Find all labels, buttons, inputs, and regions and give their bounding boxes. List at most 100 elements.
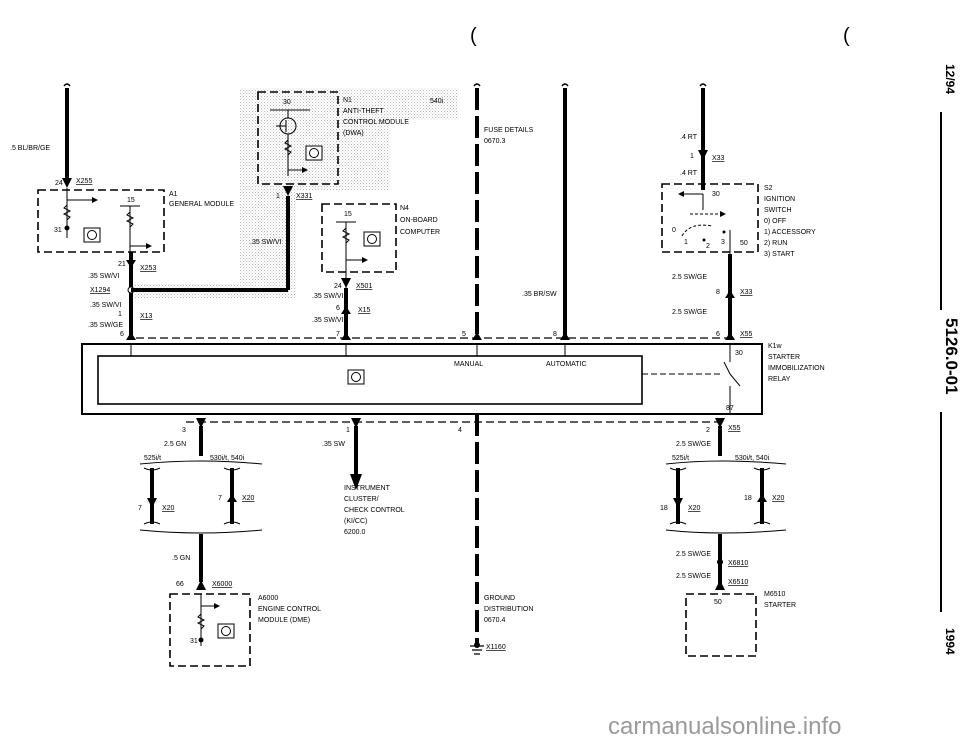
svg-text:RELAY: RELAY xyxy=(768,376,791,383)
s2-ignition-switch: .4 RT 1 X33 .4 RT 30 0 1 2 3 50 S2 IGNIT… xyxy=(661,83,816,340)
svg-text:GROUND: GROUND xyxy=(484,595,515,602)
svg-text:6: 6 xyxy=(336,305,340,312)
svg-text:AUTOMATIC: AUTOMATIC xyxy=(546,361,587,368)
a1-circuit: .5 BL/BR/GE 24 X255 A1 GENERAL MODULE 31… xyxy=(10,83,290,340)
svg-text:525i/t: 525i/t xyxy=(672,455,689,462)
svg-text:X1294: X1294 xyxy=(90,287,110,294)
svg-text:0670.3: 0670.3 xyxy=(484,138,506,145)
svg-text:24: 24 xyxy=(334,283,342,290)
svg-text:6200.0: 6200.0 xyxy=(344,529,366,536)
svg-text:ON-BOARD: ON-BOARD xyxy=(400,217,438,224)
svg-text:7: 7 xyxy=(138,505,142,512)
svg-text:COMPUTER: COMPUTER xyxy=(400,229,440,236)
date-code: 12/94 xyxy=(943,64,957,94)
svg-text:A6000: A6000 xyxy=(258,595,278,602)
svg-text:X20: X20 xyxy=(772,495,785,502)
svg-text:.35 SW/VI: .35 SW/VI xyxy=(312,293,344,300)
svg-text:CONTROL MODULE: CONTROL MODULE xyxy=(343,119,409,126)
svg-text:3: 3 xyxy=(721,239,725,246)
svg-text:2.5 SW/GE: 2.5 SW/GE xyxy=(676,573,711,580)
general-module-box xyxy=(37,189,165,253)
svg-text:525i/t: 525i/t xyxy=(144,455,161,462)
svg-text:STARTER: STARTER xyxy=(768,354,800,361)
n1-anti-theft-module: 30 N1 ANTI-THEFT CONTROL MODULE (DWA) 1 … xyxy=(257,91,409,200)
svg-text:.35 SW/VI: .35 SW/VI xyxy=(250,239,282,246)
svg-text:.35 SW/VI: .35 SW/VI xyxy=(90,302,122,309)
svg-text:2.5 SW/GE: 2.5 SW/GE xyxy=(672,309,707,316)
fuse-feed: FUSE DETAILS 0670.3 5 xyxy=(462,83,534,340)
svg-text:MODULE (DME): MODULE (DME) xyxy=(258,617,310,624)
svg-text:2: 2 xyxy=(706,243,710,250)
svg-text:ANTI-THEFT: ANTI-THEFT xyxy=(343,108,385,115)
watermark: carmanualsonline.info xyxy=(608,713,841,740)
svg-text:18: 18 xyxy=(744,495,752,502)
svg-text:0670.4: 0670.4 xyxy=(484,617,506,624)
svg-text:1: 1 xyxy=(690,153,694,160)
svg-text:X255: X255 xyxy=(76,178,92,185)
svg-text:X1160: X1160 xyxy=(486,644,506,651)
svg-text:.35 BR/SW: .35 BR/SW xyxy=(522,291,557,298)
svg-text:5: 5 xyxy=(462,331,466,338)
svg-text:A1: A1 xyxy=(169,191,178,198)
svg-text:S2: S2 xyxy=(764,185,773,192)
svg-text:INSTRUMENT: INSTRUMENT xyxy=(344,485,391,492)
svg-text:7: 7 xyxy=(218,495,222,502)
svg-text:1: 1 xyxy=(346,427,350,434)
stray-mark: ( xyxy=(470,25,477,47)
svg-text:X55: X55 xyxy=(728,425,741,432)
svg-text:1) ACCESSORY: 1) ACCESSORY xyxy=(764,229,816,236)
svg-text:1: 1 xyxy=(684,239,688,246)
svg-text:K1w: K1w xyxy=(768,343,783,350)
ignition-switch-box xyxy=(661,183,759,253)
svg-text:X6000: X6000 xyxy=(212,581,232,588)
bottom-left-circuit: 3 2.5 GN 525i/t 530i/t, 540i 7 X20 7 X20… xyxy=(138,418,321,667)
svg-text:.4 RT: .4 RT xyxy=(680,134,698,141)
svg-text:.5 GN: .5 GN xyxy=(172,555,190,562)
svg-text:X33: X33 xyxy=(740,289,753,296)
svg-text:2.5 SW/GE: 2.5 SW/GE xyxy=(672,274,707,281)
svg-text:530i/t, 540i: 530i/t, 540i xyxy=(735,455,770,462)
svg-text:.35 SW/GE: .35 SW/GE xyxy=(88,322,123,329)
svg-text:24: 24 xyxy=(55,180,63,187)
svg-text:15: 15 xyxy=(344,211,352,218)
svg-text:21: 21 xyxy=(118,261,126,268)
starter-box xyxy=(685,593,757,657)
svg-text:30: 30 xyxy=(283,99,291,106)
module-symbol-icon xyxy=(347,369,365,385)
starter-circuit: 2 X55 2.5 SW/GE 525i/t 530i/t, 540i 18 X… xyxy=(660,418,796,657)
svg-text:X331: X331 xyxy=(296,193,312,200)
svg-text:(KI/CC): (KI/CC) xyxy=(344,518,367,525)
instrument-cluster-feed: 1 .35 SW INSTRUMENT CLUSTER/ CHECK CONTR… xyxy=(322,418,405,536)
svg-text:X501: X501 xyxy=(356,283,372,290)
svg-text:4: 4 xyxy=(458,427,462,434)
svg-text:CHECK CONTROL: CHECK CONTROL xyxy=(344,507,405,514)
svg-text:7: 7 xyxy=(336,331,340,338)
svg-text:MANUAL: MANUAL xyxy=(454,361,483,368)
svg-text:31: 31 xyxy=(54,227,62,234)
year-code: 1994 xyxy=(943,628,957,655)
svg-text:2.5 GN: 2.5 GN xyxy=(164,441,186,448)
svg-text:X55: X55 xyxy=(740,331,753,338)
svg-text:.4 RT: .4 RT xyxy=(680,170,698,177)
variant-540i-label: 540i xyxy=(430,98,444,105)
svg-text:2.5 SW/GE: 2.5 SW/GE xyxy=(676,551,711,558)
svg-text:50: 50 xyxy=(714,599,722,606)
svg-text:2: 2 xyxy=(706,427,710,434)
svg-text:8: 8 xyxy=(716,289,720,296)
svg-text:IMMOBILIZATION: IMMOBILIZATION xyxy=(768,365,825,372)
svg-text:0: 0 xyxy=(672,227,676,234)
svg-text:GENERAL MODULE: GENERAL MODULE xyxy=(169,201,234,208)
svg-text:X15: X15 xyxy=(358,307,371,314)
svg-text:3) START: 3) START xyxy=(764,251,795,258)
svg-text:1: 1 xyxy=(276,193,280,200)
svg-text:8: 8 xyxy=(553,331,557,338)
svg-text:X20: X20 xyxy=(688,505,701,512)
svg-text:X13: X13 xyxy=(140,313,153,320)
svg-text:STARTER: STARTER xyxy=(764,602,796,609)
svg-text:530i/t, 540i: 530i/t, 540i xyxy=(210,455,245,462)
dwa-box xyxy=(257,91,339,185)
svg-text:2) RUN: 2) RUN xyxy=(764,240,787,247)
page-header-vertical: 12/94 5126.0-01 1994 xyxy=(940,64,960,655)
obc-box xyxy=(321,203,397,273)
